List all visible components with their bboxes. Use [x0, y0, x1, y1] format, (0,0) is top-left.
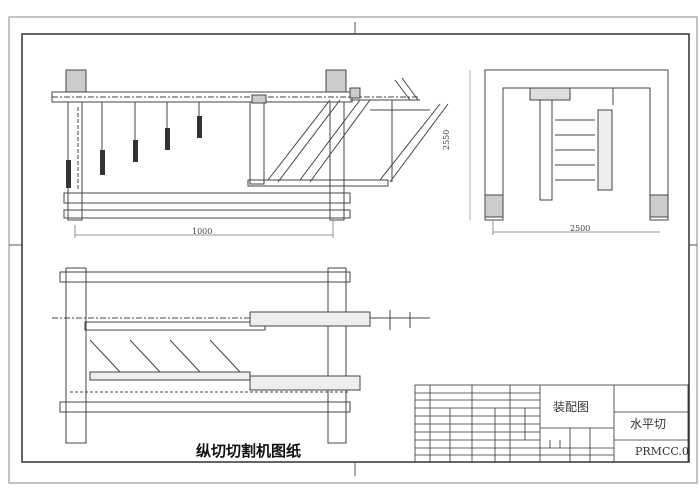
front-view: [51, 69, 449, 238]
drawing-caption: 纵切切割机图纸: [196, 442, 302, 460]
side-view: [469, 69, 669, 235]
top-view: [52, 267, 430, 444]
center-marks: [9, 22, 697, 476]
dimension-side-height: 2550: [442, 129, 451, 150]
drawing-type-label: 装配图: [553, 400, 590, 414]
outer-border: [8, 16, 698, 484]
dimension-front-width: 1000: [192, 227, 213, 236]
title-block: [414, 384, 689, 463]
drawing-code-label: PRMCC.0: [635, 445, 689, 458]
part-name-label: 水平切: [630, 417, 667, 431]
dimension-side-width: 2500: [570, 224, 591, 233]
